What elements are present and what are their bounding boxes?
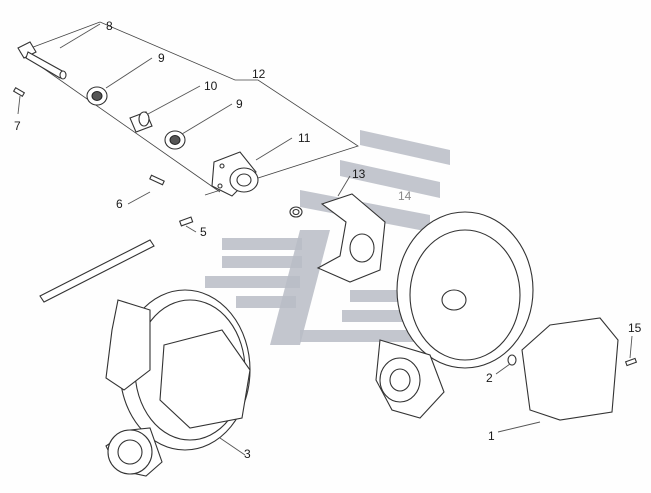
bracket-part-13: [316, 193, 386, 283]
label-6: 6: [116, 197, 123, 211]
flange-housing-part-11: [211, 151, 259, 197]
bolt-part-8: [17, 41, 67, 80]
label-15: 15: [628, 321, 642, 335]
label-7: 7: [14, 119, 21, 133]
pin-part-6: [149, 174, 165, 186]
label-2: 2: [486, 371, 493, 385]
fan-housing-assembly-part-3: [105, 289, 251, 477]
bearing-part-9-upper: [86, 86, 108, 106]
label-1: 1: [488, 429, 495, 443]
fan-housing-part-1: [375, 211, 534, 419]
label-9-lower: 9: [236, 97, 243, 111]
shaft-part: [39, 239, 155, 303]
label-10: 10: [204, 79, 218, 93]
nut-part-2: [507, 354, 517, 366]
leader-lines: [17, 23, 633, 456]
label-3: 3: [244, 447, 251, 461]
screw-part-15: [624, 357, 638, 367]
label-14: 14: [398, 189, 412, 203]
label-13: 13: [352, 167, 366, 181]
pin-part-5: [178, 216, 194, 227]
pin-part-7: [12, 87, 26, 97]
label-8: 8: [106, 19, 113, 33]
label-9-upper: 9: [158, 51, 165, 65]
hex-cover-part: [521, 317, 619, 421]
bearing-part-9-lower: [164, 130, 186, 150]
label-11: 11: [298, 131, 311, 145]
sleeve-part-10: [129, 111, 153, 133]
assembly-frame: [19, 21, 359, 196]
o-ring-part: [289, 206, 303, 218]
label-12: 12: [252, 67, 266, 81]
label-5: 5: [200, 225, 207, 239]
